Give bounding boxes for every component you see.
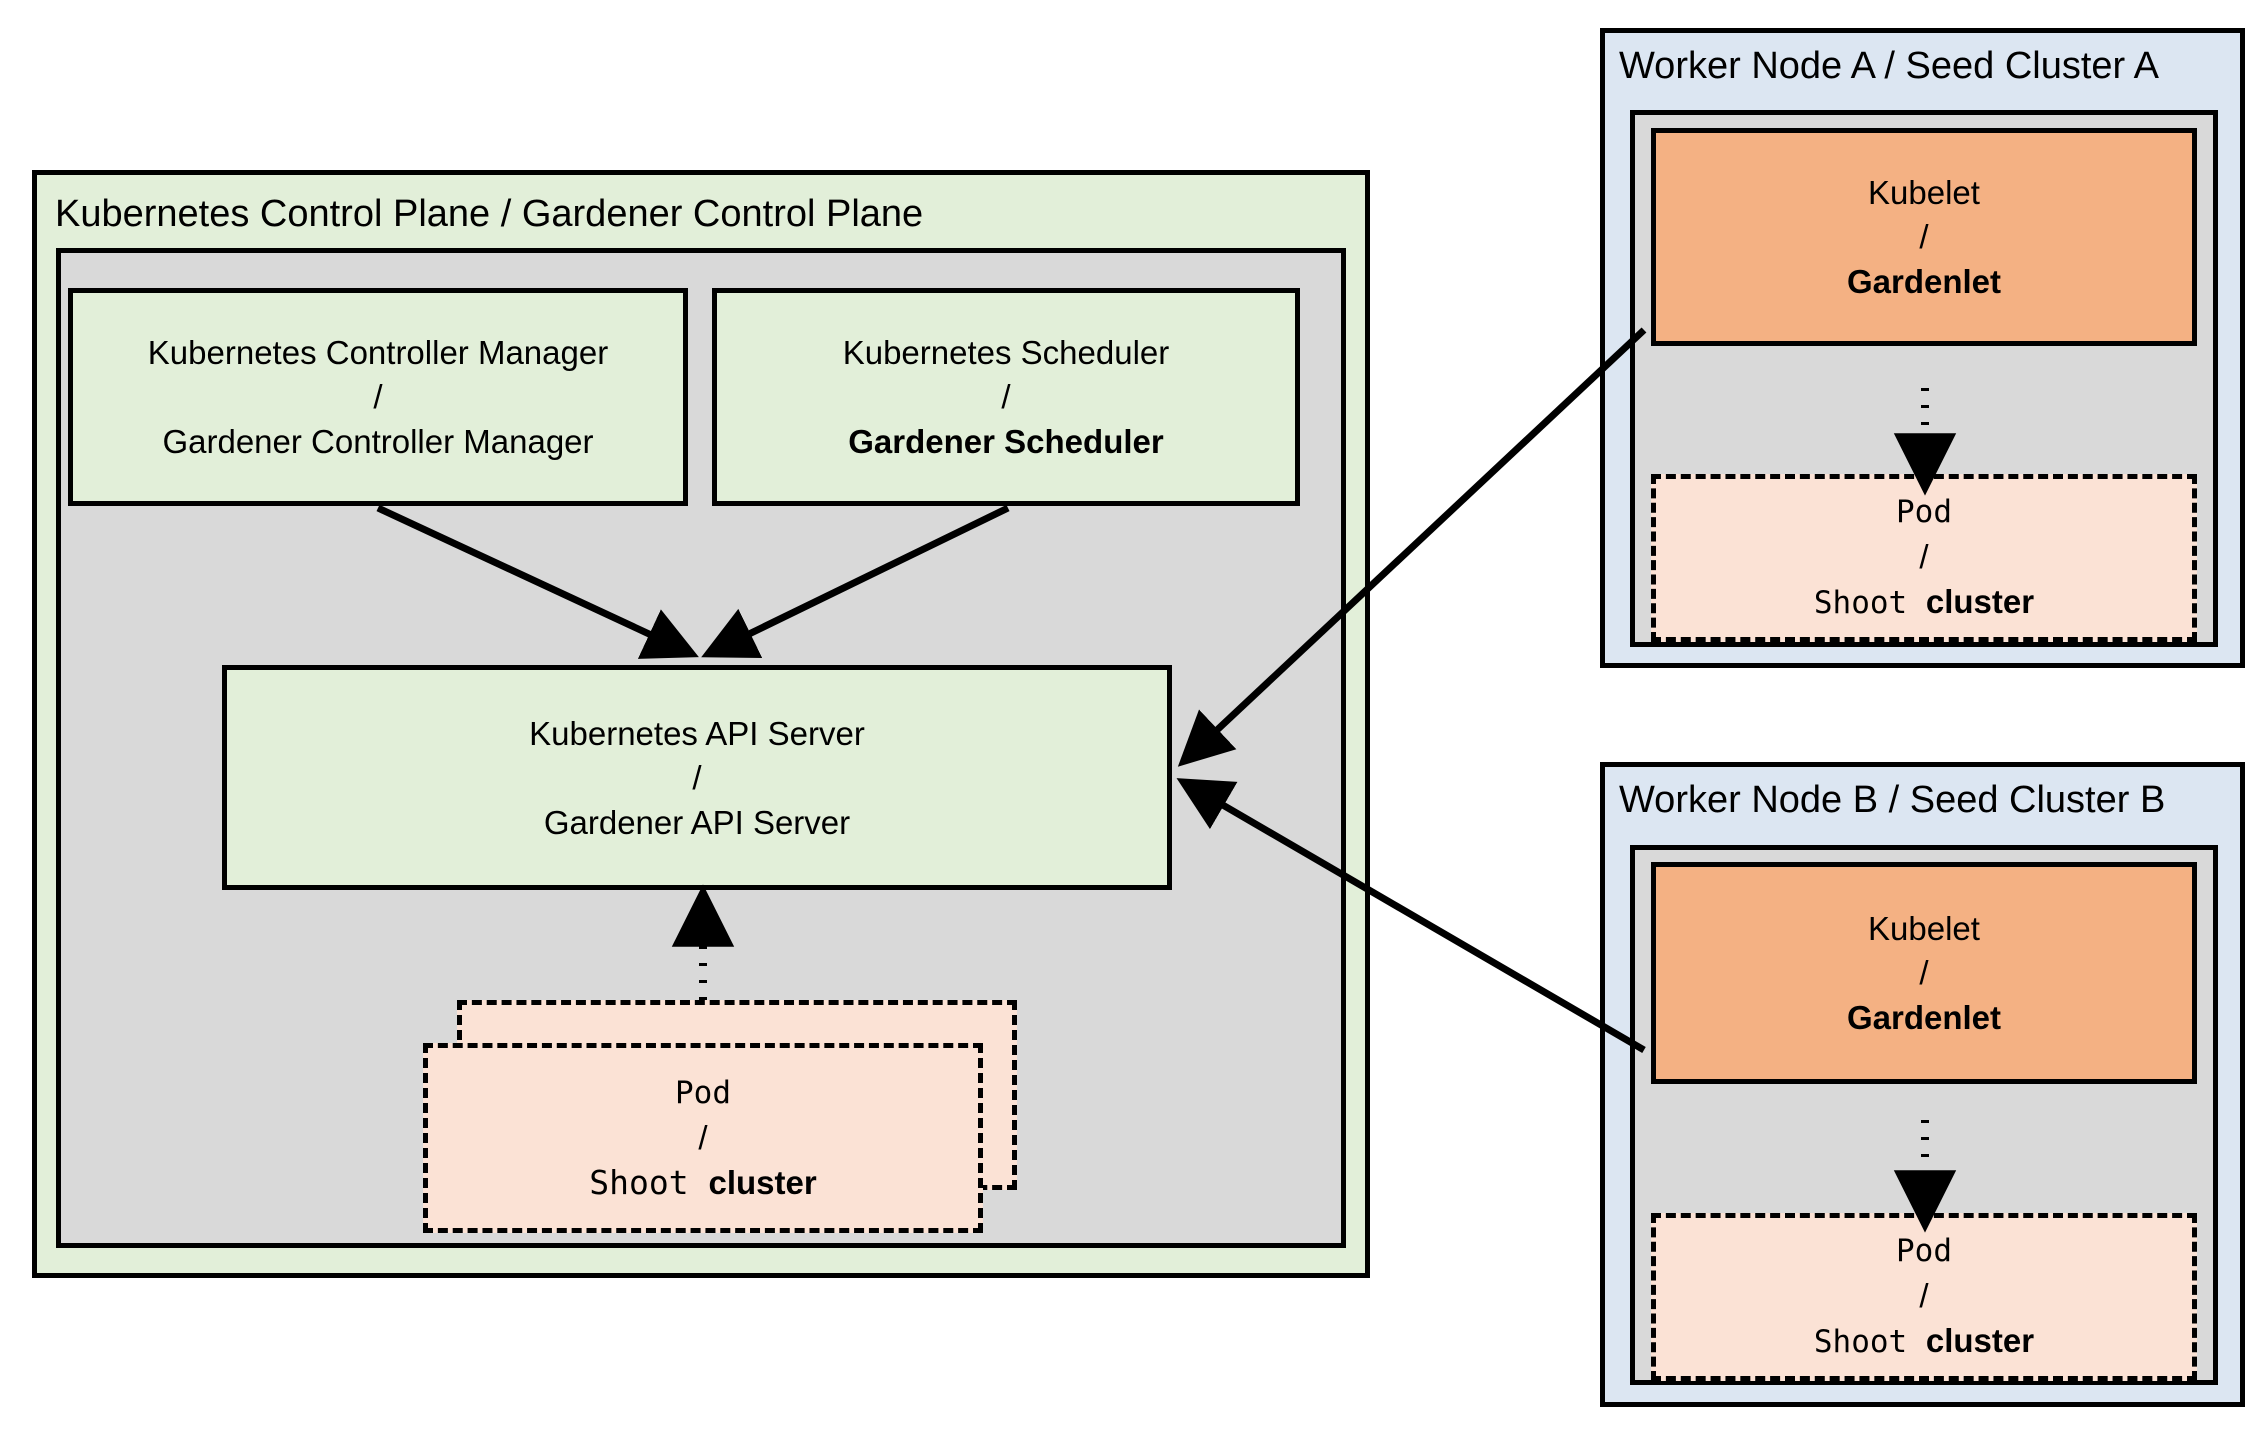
kubernetes-api-server-box[interactable]: Kubernetes API Server / Gardener API Ser… — [222, 665, 1172, 890]
kubernetes-scheduler-box[interactable]: Kubernetes Scheduler / Gardener Schedule… — [712, 288, 1300, 506]
control-plane-pod-slash: / — [698, 1119, 708, 1156]
control-plane-pod-line2: Shoot cluster — [589, 1159, 816, 1206]
gardenlet-b-line1: Kubelet — [1868, 910, 1980, 947]
gardenlet-b-box[interactable]: Kubelet / Gardenlet — [1651, 862, 2197, 1084]
seed-b-pod-cluster-text: cluster — [1925, 1322, 2035, 1359]
kubernetes-controller-manager-box[interactable]: Kubernetes Controller Manager / Gardener… — [68, 288, 688, 506]
seed-b-pod-line2: Shoot cluster — [1814, 1317, 2034, 1366]
api-server-line2: Gardener API Server — [543, 803, 851, 841]
seed-a-pod-line1: Pod — [1896, 494, 1952, 530]
seed-b-pod-line1: Pod — [1896, 1233, 1952, 1269]
control-plane-title: Kubernetes Control Plane / Gardener Cont… — [55, 193, 924, 235]
gardenlet-a-line1: Kubelet — [1868, 174, 1980, 211]
seed-cluster-a-title: Worker Node A / Seed Cluster A — [1619, 45, 2160, 87]
seed-b-pod-slash: / — [1919, 1277, 1929, 1314]
seed-a-pod-shoot-text: Shoot — [1813, 585, 1926, 621]
controller-manager-line2: Gardener Controller Manager — [162, 423, 594, 460]
seed-b-pod-shoot-text: Shoot — [1813, 1324, 1926, 1360]
gardenlet-b-line2: Gardenlet — [1846, 999, 2002, 1036]
control-plane-pod-box[interactable]: Pod / Shoot cluster — [423, 1043, 983, 1233]
gardenlet-a-line2: Gardenlet — [1846, 263, 2002, 300]
seed-a-pod-box[interactable]: Pod / Shoot cluster — [1651, 474, 2197, 642]
gardenlet-b-slash: / — [1919, 954, 1929, 991]
seed-cluster-b-title: Worker Node B / Seed Cluster B — [1619, 779, 2166, 821]
api-server-line1: Kubernetes API Server — [529, 714, 865, 752]
scheduler-slash: / — [1001, 378, 1011, 415]
gardenlet-a-slash: / — [1919, 218, 1929, 255]
scheduler-line1: Kubernetes Scheduler — [842, 334, 1170, 371]
seed-a-pod-slash: / — [1919, 538, 1929, 575]
seed-a-pod-cluster-text: cluster — [1925, 583, 2035, 620]
control-plane-pod-cluster-text: cluster — [708, 1164, 817, 1201]
seed-a-pod-line2: Shoot cluster — [1814, 578, 2034, 627]
controller-manager-slash: / — [373, 378, 383, 415]
api-server-slash: / — [692, 758, 702, 796]
control-plane-pod-shoot-text: Shoot — [589, 1163, 709, 1202]
control-plane-pod-line1: Pod — [675, 1075, 731, 1111]
scheduler-line2: Gardener Scheduler — [848, 423, 1164, 460]
controller-manager-line1: Kubernetes Controller Manager — [147, 334, 609, 371]
seed-b-pod-box[interactable]: Pod / Shoot cluster — [1651, 1213, 2197, 1381]
gardenlet-a-box[interactable]: Kubelet / Gardenlet — [1651, 128, 2197, 346]
